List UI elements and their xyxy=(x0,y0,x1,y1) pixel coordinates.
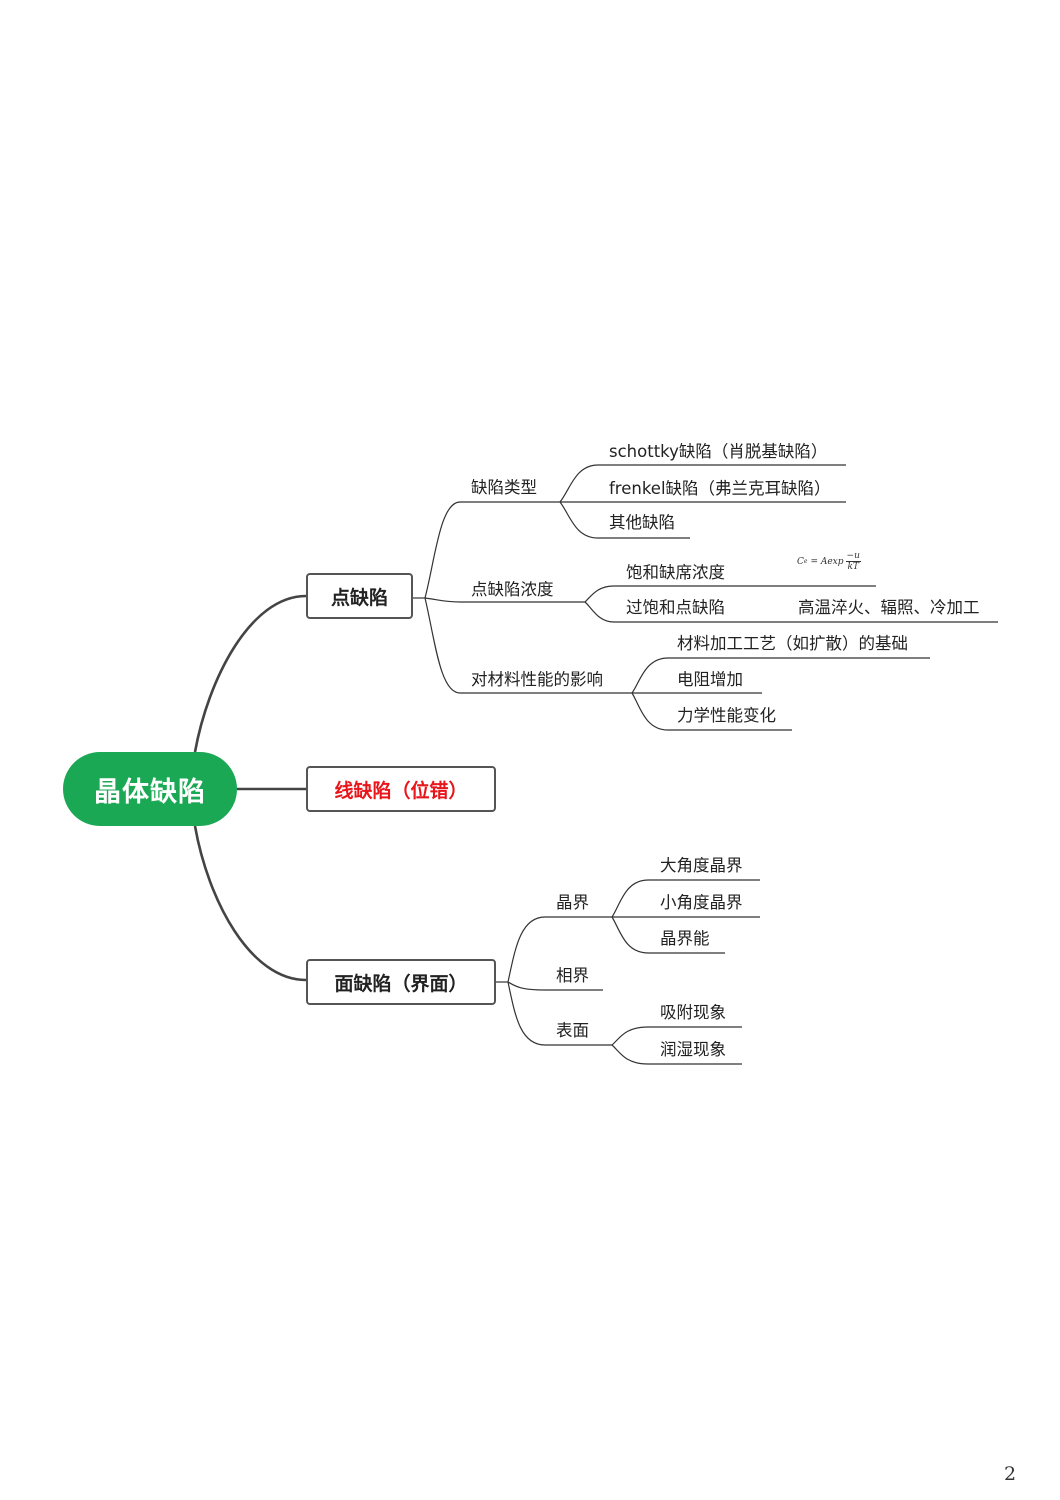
property-effects-node[interactable]: 对材料性能的影响 xyxy=(471,670,603,689)
grain-boundary-node[interactable]: 晶界 xyxy=(556,893,589,912)
adsorption-node[interactable]: 吸附现象 xyxy=(660,1003,726,1022)
page-number: 2 xyxy=(1004,1463,1017,1485)
line-defect-node[interactable]: 线缺陷（位错） xyxy=(306,766,496,812)
schottky-defect-node[interactable]: schottky缺陷（肖脱基缺陷） xyxy=(609,442,828,461)
processing-basis-node[interactable]: 材料加工工艺（如扩散）的基础 xyxy=(677,634,908,653)
defect-types-node[interactable]: 缺陷类型 xyxy=(471,478,537,497)
other-defects-node[interactable]: 其他缺陷 xyxy=(609,513,675,532)
point-defect-node[interactable]: 点缺陷 xyxy=(306,573,413,619)
defect-concentration-node[interactable]: 点缺陷浓度 xyxy=(471,580,554,599)
root-node[interactable]: 晶体缺陷 xyxy=(63,752,237,826)
boundary-energy-node[interactable]: 晶界能 xyxy=(660,929,710,948)
high-angle-boundary-node[interactable]: 大角度晶界 xyxy=(660,856,743,875)
surface-defect-node[interactable]: 面缺陷（界面） xyxy=(306,959,496,1005)
frenkel-defect-node[interactable]: frenkel缺陷（弗兰克耳缺陷） xyxy=(609,479,831,498)
surface-node[interactable]: 表面 xyxy=(556,1021,589,1040)
mechanical-change-node[interactable]: 力学性能变化 xyxy=(677,706,776,725)
resistance-increase-node[interactable]: 电阻增加 xyxy=(677,670,743,689)
wetting-node[interactable]: 润湿现象 xyxy=(660,1040,726,1059)
saturated-concentration-node[interactable]: 饱和缺席浓度 xyxy=(626,563,725,582)
phase-boundary-node[interactable]: 相界 xyxy=(556,966,589,985)
supersaturated-defect-node[interactable]: 过饱和点缺陷 xyxy=(626,598,725,617)
low-angle-boundary-node[interactable]: 小角度晶界 xyxy=(660,893,743,912)
supersaturation-causes-node[interactable]: 高温淬火、辐照、冷加工 xyxy=(798,598,980,617)
